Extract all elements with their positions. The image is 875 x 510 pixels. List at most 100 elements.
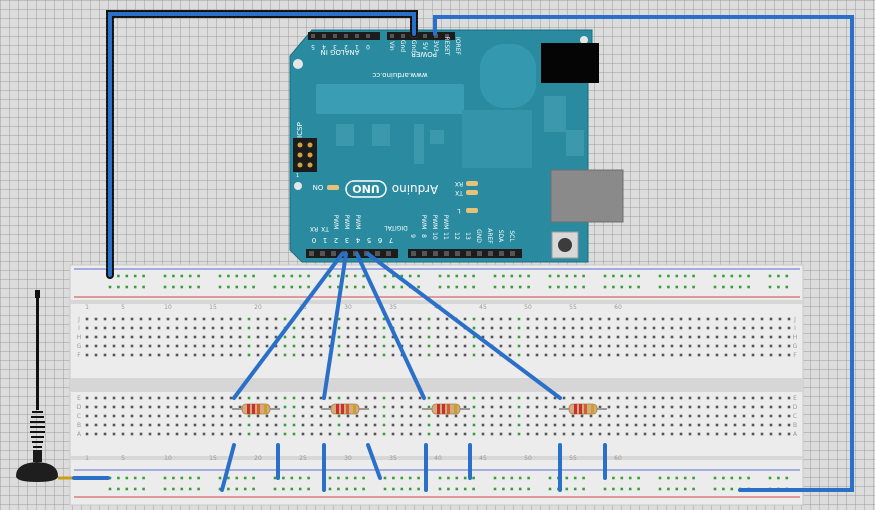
breadboard-hole[interactable] — [418, 335, 422, 339]
rail-hole[interactable] — [620, 487, 624, 491]
rail-hole[interactable] — [683, 274, 687, 278]
rail-hole[interactable] — [218, 285, 222, 289]
rail-hole[interactable] — [777, 274, 780, 278]
rail-hole[interactable] — [400, 487, 404, 491]
breadboard-hole[interactable] — [508, 405, 512, 409]
rail-hole[interactable] — [290, 487, 294, 491]
breadboard-hole[interactable] — [238, 414, 242, 418]
breadboard-hole[interactable] — [643, 353, 647, 357]
rail-hole[interactable] — [582, 285, 585, 289]
breadboard-hole[interactable] — [679, 423, 683, 427]
breadboard-hole[interactable] — [706, 405, 710, 409]
breadboard-hole[interactable] — [499, 432, 503, 436]
breadboard-hole[interactable] — [256, 317, 260, 321]
breadboard-hole[interactable] — [607, 396, 611, 400]
rail-hole[interactable] — [667, 476, 670, 480]
breadboard-hole[interactable] — [94, 423, 98, 427]
breadboard-hole[interactable] — [328, 396, 332, 400]
breadboard-hole[interactable] — [490, 432, 494, 436]
breadboard-hole[interactable] — [310, 405, 314, 409]
breadboard-hole[interactable] — [751, 414, 755, 418]
rail-hole[interactable] — [722, 285, 725, 289]
rail-hole[interactable] — [307, 274, 310, 278]
breadboard-hole[interactable] — [625, 405, 629, 409]
breadboard-hole[interactable] — [166, 396, 170, 400]
breadboard-hole[interactable] — [715, 344, 719, 348]
pin5-wire[interactable] — [355, 252, 426, 400]
rail-hole[interactable] — [658, 487, 662, 491]
breadboard-hole[interactable] — [760, 326, 764, 330]
breadboard-hole[interactable] — [193, 405, 197, 409]
breadboard-hole[interactable] — [553, 414, 557, 418]
breadboard-hole[interactable] — [391, 396, 395, 400]
rail-hole[interactable] — [117, 476, 120, 480]
breadboard-hole[interactable] — [454, 353, 458, 357]
rail-hole[interactable] — [612, 476, 615, 480]
breadboard-hole[interactable] — [733, 317, 737, 321]
breadboard-hole[interactable] — [634, 317, 638, 321]
rail-hole[interactable] — [713, 285, 717, 289]
breadboard-hole[interactable] — [364, 405, 368, 409]
breadboard-hole[interactable] — [778, 317, 782, 321]
breadboard-hole[interactable] — [139, 405, 143, 409]
breadboard-hole[interactable] — [769, 414, 773, 418]
breadboard-hole[interactable] — [103, 353, 107, 357]
breadboard-hole[interactable] — [247, 317, 251, 321]
breadboard-hole[interactable] — [643, 335, 647, 339]
breadboard-hole[interactable] — [706, 423, 710, 427]
breadboard-hole[interactable] — [94, 405, 98, 409]
breadboard-hole[interactable] — [175, 405, 179, 409]
rail-hole[interactable] — [328, 285, 332, 289]
rail-hole[interactable] — [612, 274, 615, 278]
breadboard-hole[interactable] — [598, 423, 602, 427]
breadboard-hole[interactable] — [751, 326, 755, 330]
breadboard-hole[interactable] — [526, 344, 530, 348]
rail-hole[interactable] — [455, 487, 459, 491]
breadboard-hole[interactable] — [661, 432, 665, 436]
breadboard-hole[interactable] — [661, 326, 665, 330]
rail-hole[interactable] — [722, 476, 725, 480]
breadboard-hole[interactable] — [256, 344, 260, 348]
breadboard-hole[interactable] — [616, 405, 620, 409]
rail-hole[interactable] — [692, 476, 695, 480]
breadboard-hole[interactable] — [202, 317, 206, 321]
breadboard-hole[interactable] — [364, 414, 368, 418]
breadboard-hole[interactable] — [679, 344, 683, 348]
breadboard-hole[interactable] — [553, 396, 557, 400]
rail-hole[interactable] — [675, 487, 679, 491]
rail-hole[interactable] — [180, 476, 184, 480]
breadboard-hole[interactable] — [688, 396, 692, 400]
breadboard-hole[interactable] — [283, 317, 287, 321]
breadboard-hole[interactable] — [589, 414, 593, 418]
breadboard-hole[interactable] — [481, 326, 485, 330]
breadboard-hole[interactable] — [112, 317, 116, 321]
breadboard-hole[interactable] — [256, 326, 260, 330]
breadboard-hole[interactable] — [661, 335, 665, 339]
rail-hole[interactable] — [383, 274, 387, 278]
breadboard-hole[interactable] — [598, 317, 602, 321]
breadboard-hole[interactable] — [562, 317, 566, 321]
breadboard-hole[interactable] — [607, 317, 611, 321]
breadboard-hole[interactable] — [616, 414, 620, 418]
breadboard-hole[interactable] — [103, 317, 107, 321]
breadboard-hole[interactable] — [319, 405, 323, 409]
breadboard-hole[interactable] — [616, 353, 620, 357]
breadboard-hole[interactable] — [310, 317, 314, 321]
breadboard-hole[interactable] — [130, 396, 134, 400]
breadboard-hole[interactable] — [760, 423, 764, 427]
breadboard-hole[interactable] — [607, 344, 611, 348]
rail-hole[interactable] — [573, 476, 577, 480]
breadboard-hole[interactable] — [562, 432, 566, 436]
breadboard-hole[interactable] — [274, 405, 278, 409]
breadboard-hole[interactable] — [130, 326, 134, 330]
breadboard-hole[interactable] — [490, 335, 494, 339]
breadboard-hole[interactable] — [706, 326, 710, 330]
breadboard-hole[interactable] — [634, 353, 638, 357]
breadboard-hole[interactable] — [544, 335, 548, 339]
breadboard-hole[interactable] — [409, 317, 413, 321]
breadboard-hole[interactable] — [742, 414, 746, 418]
breadboard-hole[interactable] — [562, 353, 566, 357]
header-pin[interactable] — [510, 251, 515, 256]
rail-hole[interactable] — [573, 274, 577, 278]
breadboard-hole[interactable] — [643, 396, 647, 400]
